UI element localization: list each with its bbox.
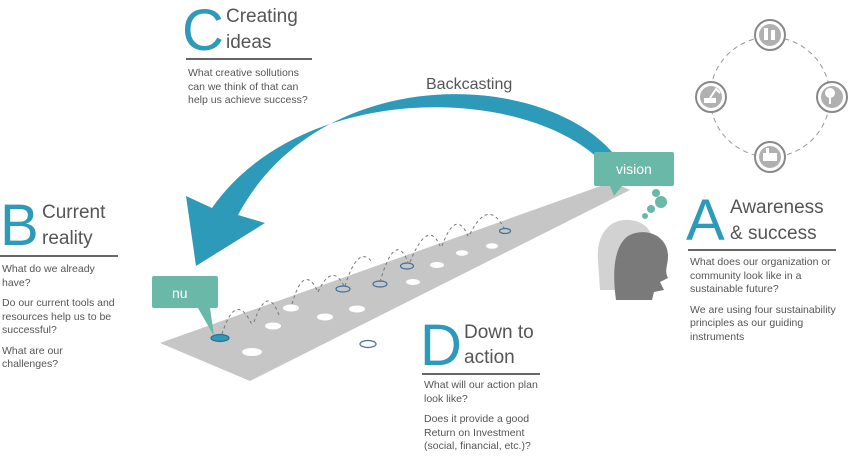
stepping-stones [242,243,498,356]
question: We are using four sustainability princip… [690,303,836,343]
tree-icon [816,81,848,113]
question: What are our challenges? [2,344,63,371]
section-title-line2: reality [42,228,93,249]
section-title-line1: Awareness [730,197,824,218]
section-letter: D [420,313,462,378]
question: What will our action plan look like? [424,379,538,405]
section-questions: What will our action plan look like? Doe… [424,379,544,461]
cycle-circle [709,36,831,158]
section-title-line2: & success [730,223,817,244]
vision-box [594,152,674,196]
people-icon [754,19,786,51]
hop-arcs [221,214,505,335]
vision-label: vision [616,161,652,177]
section-title-line1: Current [42,202,106,223]
section-title-line2: action [464,347,515,368]
section-title-line2: ideas [226,32,272,53]
section-awareness-success: A Awareness & success What does our orga… [686,192,850,352]
section-letter: A [686,188,725,253]
section-questions: What do we already have? Do our current … [2,263,118,379]
backcasting-label: Backcasting [426,76,513,93]
nu-box [152,276,218,336]
section-rule [186,58,312,60]
question: Do our current tools and resources help … [2,297,115,336]
section-title-line1: Creating [226,6,298,27]
section-letter: C [182,0,224,63]
section-creating-ideas: C Creating ideas What creative sollution… [180,0,340,120]
path-road [160,182,630,381]
outlined-stones [210,227,512,349]
section-current-reality: B Current reality What do we already hav… [0,193,135,370]
factory-icon [754,141,786,173]
section-rule [0,255,118,257]
question: What creative sollutions can we think of… [188,67,308,106]
excavator-icon [695,81,727,113]
person-silhouette-icon [597,219,668,300]
question: What do we already have? [2,263,95,289]
thought-bubbles [642,189,667,219]
question: What does our organization or community … [690,256,831,295]
nu-label: nu [172,285,188,301]
question: Does it provide a good Return on Investm… [424,413,531,452]
section-questions: What does our organization or community … [690,256,840,351]
section-down-to-action: D Down to action What will our action pl… [420,315,560,454]
section-letter: B [0,193,39,258]
section-rule [422,373,540,375]
section-rule [688,249,836,251]
section-title-line1: Down to [464,322,534,343]
section-questions: What creative sollutions can we think of… [188,67,316,115]
